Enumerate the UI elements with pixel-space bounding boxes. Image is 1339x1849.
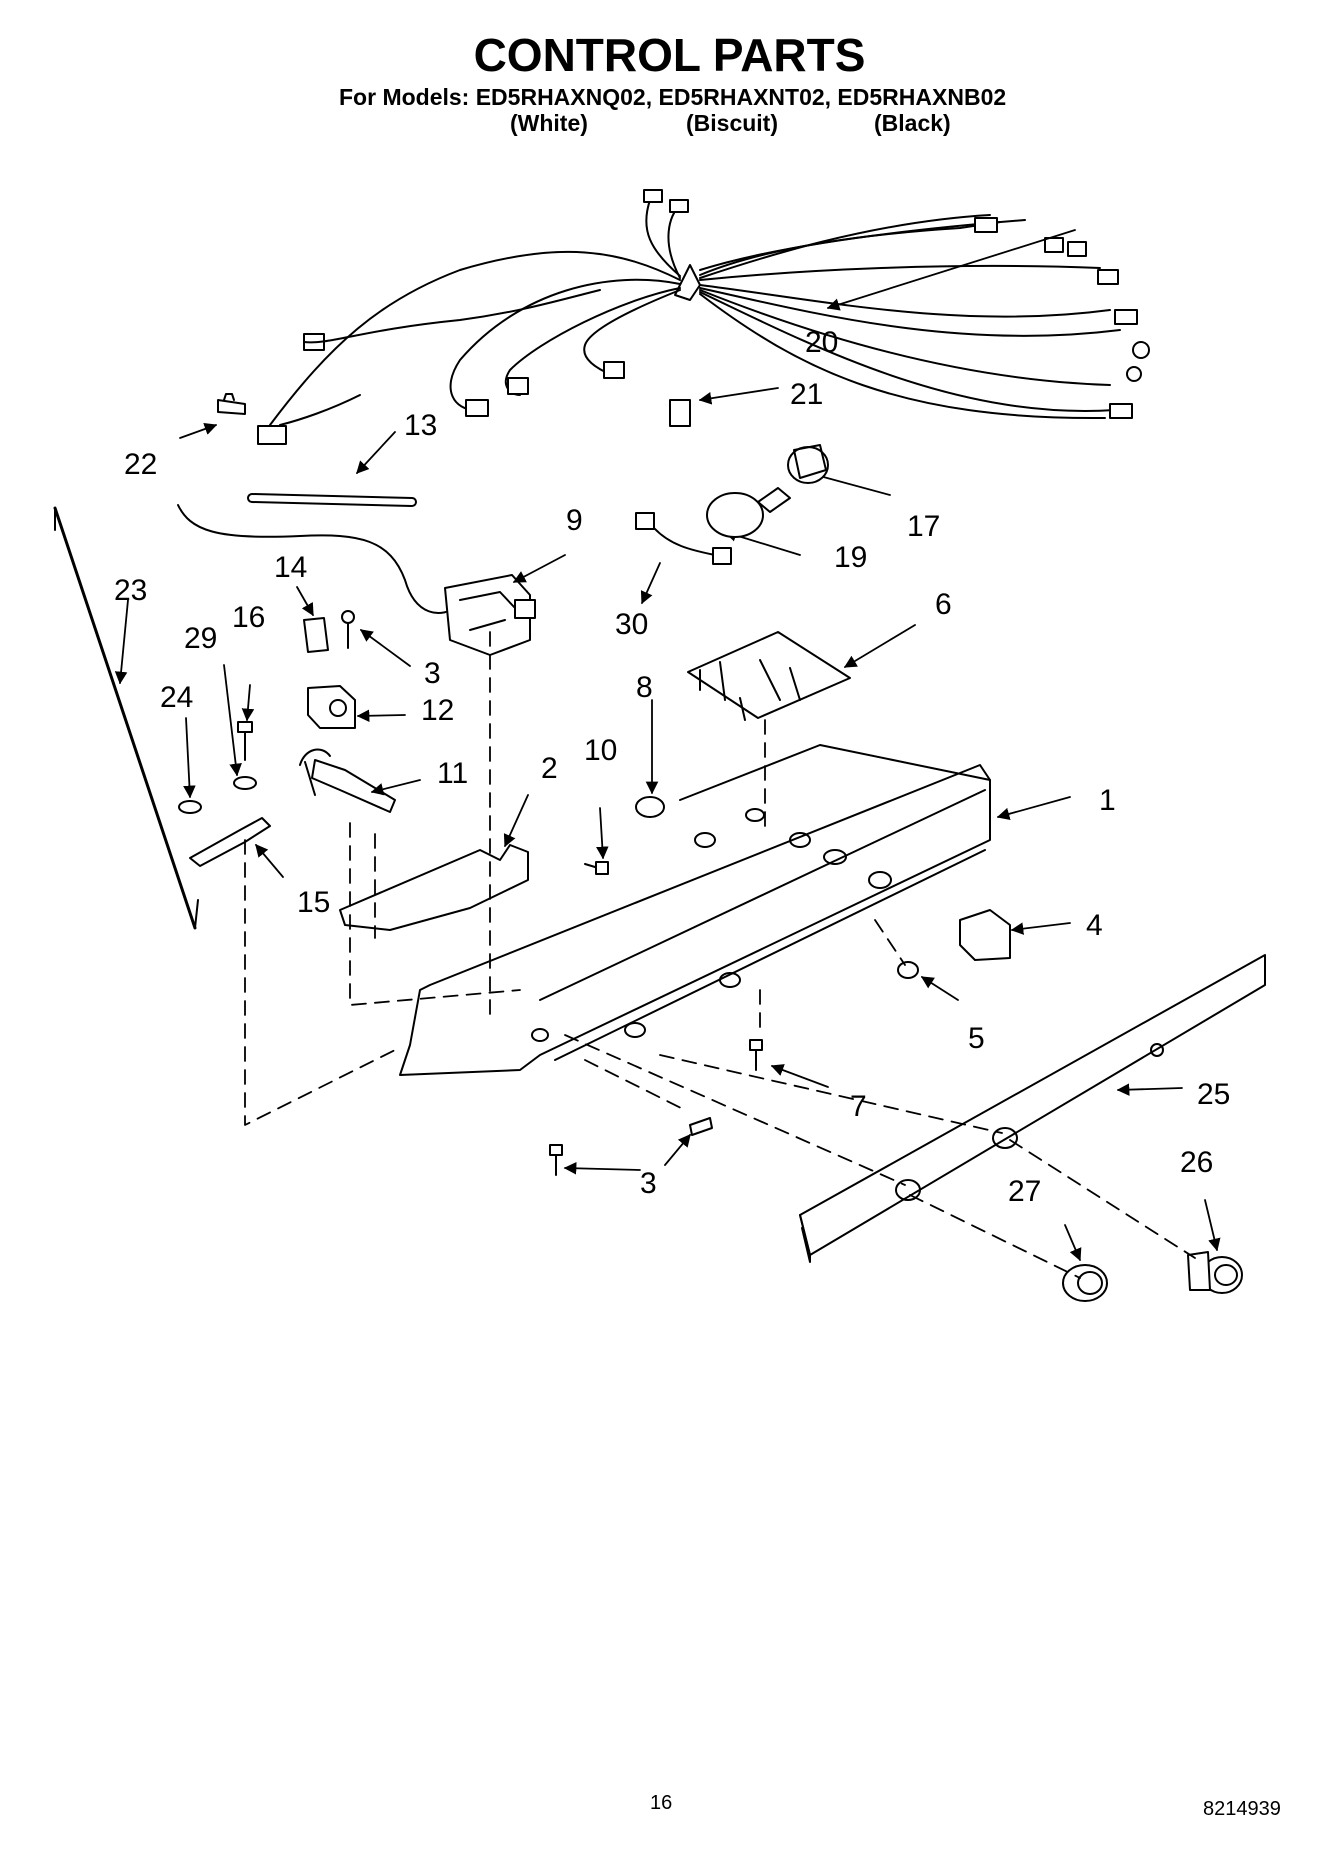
callout-7: 7 [850,1090,867,1123]
callout-21: 21 [790,378,823,411]
callout-25: 25 [1197,1078,1230,1111]
part-16-screw [237,721,253,761]
callout-17: 17 [907,510,940,543]
models-line: For Models: ED5RHAXNQ02, ED5RHAXNT02, ED… [339,84,1007,110]
callout-labels: 1 2 3 3 4 5 6 7 8 9 10 11 12 13 14 15 16… [114,326,1230,1208]
callout-5: 5 [968,1022,985,1055]
part-26-knob [1187,1251,1243,1294]
part-27-knob [1062,1264,1108,1302]
callout-8: 8 [636,671,653,704]
callout-1: 1 [1099,784,1116,817]
part-2-bracket [339,844,529,931]
callout-30: 30 [615,608,648,641]
callout-3-upper: 3 [424,657,441,690]
callout-22: 22 [124,448,157,481]
part-10-screw [584,861,609,875]
part-25-control-panel [799,954,1266,1263]
part-9-damper-control [444,574,536,656]
callout-19: 19 [834,541,867,574]
callout-26: 26 [1180,1146,1213,1179]
callout-29: 29 [184,622,217,655]
part-7-screw [749,1039,763,1071]
part-3-screw-lower [549,1117,713,1176]
callout-20: 20 [805,326,838,359]
callout-15: 15 [297,886,330,919]
callout-2: 2 [541,752,558,785]
callout-3-lower: 3 [640,1167,657,1200]
callout-6: 6 [935,588,952,621]
callout-arrows [114,229,1221,1262]
callout-23: 23 [114,574,147,607]
callout-4: 4 [1086,909,1103,942]
callout-9: 9 [566,504,583,537]
finish-white: (White) [510,110,588,136]
callout-10: 10 [584,734,617,767]
part-24-washer [178,800,202,814]
finish-biscuit: (Biscuit) [686,110,778,136]
part-21-clip [669,399,691,427]
page-title: CONTROL PARTS [473,29,866,81]
finish-black: (Black) [874,110,951,136]
part-12-bracket [307,685,356,729]
part-11-shaft [299,748,396,813]
part-17-lamp-socket [787,444,829,484]
part-6-control-board [687,631,851,721]
part-19-bulb [706,487,791,538]
callout-27: 27 [1008,1175,1041,1208]
part-4-switch [959,909,1011,961]
wire-harness [257,189,1150,445]
part-8-grommet [635,796,665,818]
callout-11: 11 [437,757,468,790]
part-5-plunger [897,961,919,979]
part-14 [303,617,329,653]
page-number: 16 [650,1792,673,1814]
callout-13: 13 [404,409,437,442]
part-22-clip [217,399,246,415]
part-15-link [189,817,271,867]
document-number: 8214939 [1203,1798,1281,1820]
callout-16: 16 [232,601,265,634]
part-30-wire-lead [635,512,732,565]
callout-12: 12 [421,694,454,727]
callout-14: 14 [274,551,307,584]
assembly-guide-lines [244,631,1196,1279]
part-23-rod [53,506,197,930]
callout-24: 24 [160,681,193,714]
part-29-washer [233,776,257,790]
part-1-control-housing [399,744,991,1076]
part-3-screw-upper [341,610,355,649]
